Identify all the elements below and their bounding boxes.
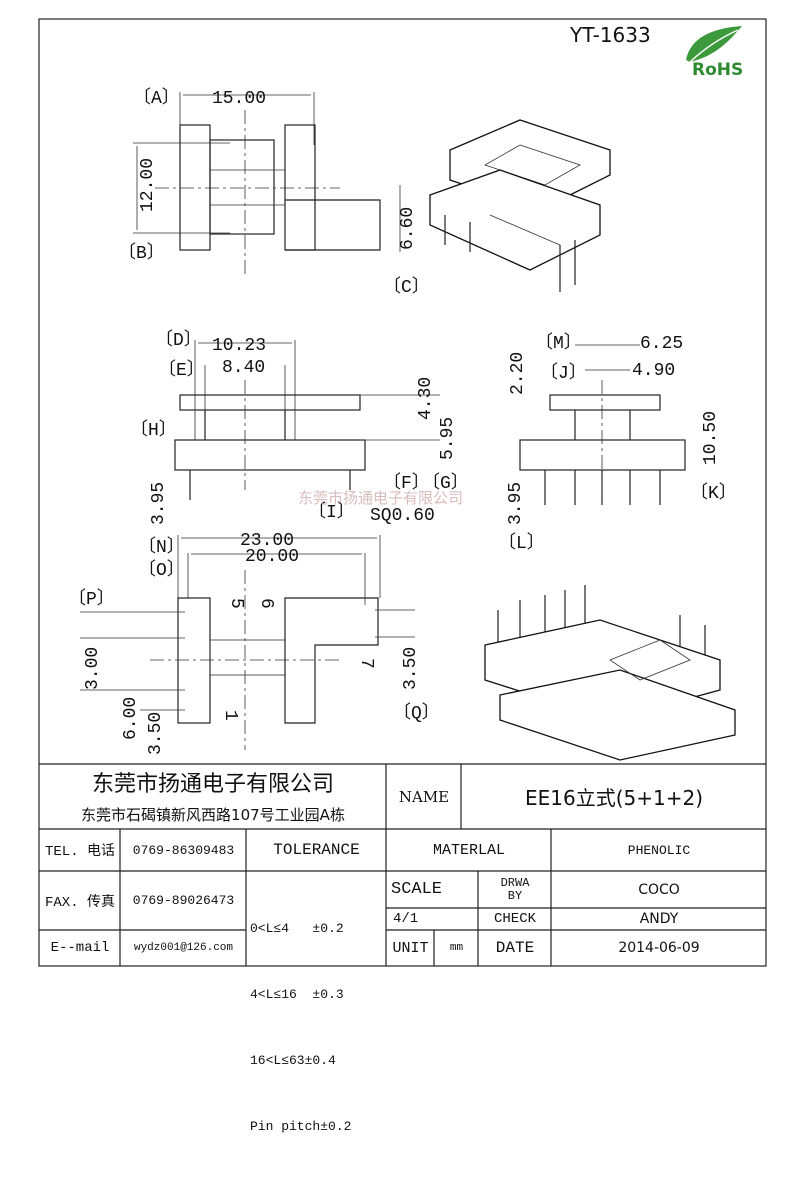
pin-5: 5 [226,598,246,609]
unit-label: UNIT [392,939,429,957]
title-block-grid [39,763,766,966]
tolerance-line: Pin pitch±0.2 [250,1119,352,1134]
tolerance-line: 4<L≤16 ±0.3 [250,987,344,1002]
fax-value: 0769-89026473 [132,893,235,908]
dim-n: 23.00 [240,531,294,551]
dim-220: 2.20 [508,352,528,395]
scale-value: 4/1 [393,911,419,927]
dim-sq: SQ0.60 [370,506,435,526]
tolerance-line: 16<L≤63±0.4 [250,1053,336,1068]
dim-o: 20.00 [245,547,299,567]
isometric-view-top [429,119,611,292]
unit-value: mm [449,942,464,954]
tolerance-label: TOLERANCE [273,841,360,859]
tolerance-table: 0<L≤4 ±0.2 4<L≤16 ±0.3 16<L≤63±0.4 Pin p… [250,874,386,1134]
label-a: 〔A〕 [133,87,180,109]
dim-height: 12.00 [138,158,158,212]
isometric-view-bottom [484,585,736,761]
label-d: 〔D〕 [155,329,202,351]
pin-1: 1 [220,710,240,721]
dim-c: 6.60 [398,207,418,250]
top-view: 15.00 〔A〕 12.00 〔B〕 6.60 〔C〕 [118,87,430,298]
label-k: 〔K〕 [690,482,737,504]
label-b: 〔B〕 [118,242,165,264]
end-view: 〔M〕 〔J〕 6.25 4.90 2.20 10.50 〔K〕 3.95 〔L… [498,332,737,554]
label-j: 〔J〕 [540,362,587,384]
scale-label: SCALE [391,880,443,899]
company-name: 东莞市扬通电子有限公司 [91,772,334,797]
material-label: MATERLAL [432,841,505,859]
tel-label: TEL. 电话 [44,844,115,860]
label-f: 〔F〕 [383,472,430,494]
pin-6: 6 [256,598,276,609]
label-e: 〔E〕 [158,359,205,381]
label-h: 〔H〕 [130,419,177,441]
bottom-view: 23.00 20.00 〔N〕 〔O〕 5 6 7 1 〔P〕 3.00 6.0… [68,531,440,755]
label-c: 〔C〕 [383,276,430,298]
dim-300: 3.00 [83,647,103,690]
watermark: 东莞市扬通电子有限公司 [298,489,463,507]
dim-430: 4.30 [416,377,436,420]
dim-395-end: 3.95 [506,482,526,525]
label-p: 〔P〕 [68,588,115,610]
tolerance-line: 0<L≤4 ±0.2 [250,921,344,936]
fax-label: FAX. 传真 [44,894,115,911]
company-address: 东莞市石碣镇新风西路107号工业园A栋 [81,805,345,824]
rohs-text: RoHS [692,60,743,80]
engineering-drawing: YT-1633 RoHS 15.00 〔A〕 12.00 〔B〕 6.60 〔C… [38,18,767,967]
email-label: E--mail [50,940,110,956]
dim-595: 5.95 [438,417,458,460]
drawn-by-label: DRWA BY [500,875,530,903]
dim-d: 10.23 [212,336,266,356]
dim-350b: 3.50 [401,647,421,690]
dim-m: 6.25 [640,334,683,354]
dim-e: 8.40 [222,358,265,378]
dim-395-side: 3.95 [149,482,169,525]
pin-7: 7 [356,658,376,669]
tel-value: 0769-86309483 [132,842,235,858]
label-i: 〔I〕 [308,501,355,523]
dim-600: 6.00 [121,697,141,740]
dim-width: 15.00 [212,89,266,109]
name-label: NAME [398,787,450,806]
dim-1050: 10.50 [701,411,721,465]
check-label: CHECK [493,911,536,927]
material-value: PHENOLIC [627,842,691,858]
part-number: YT-1633 [569,23,651,47]
label-n: 〔N〕 [138,536,185,558]
date-value: 2014-06-09 [618,940,700,956]
check-value: ANDY [639,911,679,927]
side-view: 〔D〕 〔E〕 10.23 8.40 4.30 5.95 〔H〕 3.95 〔F… [130,329,469,526]
dim-350a: 3.50 [146,712,166,755]
sheet-border [38,18,767,967]
rohs-logo: RoHS [686,26,743,80]
drawn-by-value: COCO [638,881,680,898]
label-l: 〔L〕 [498,532,545,554]
label-m: 〔M〕 [535,332,582,354]
label-q: 〔Q〕 [393,702,440,724]
label-g: 〔G〕 [422,472,469,494]
email-value: wydz001@126.com [133,942,234,954]
label-o: 〔O〕 [138,559,185,581]
name-value: EE16立式(5+1+2) [524,786,704,810]
dim-j: 4.90 [632,361,675,381]
date-label: DATE [495,939,535,957]
